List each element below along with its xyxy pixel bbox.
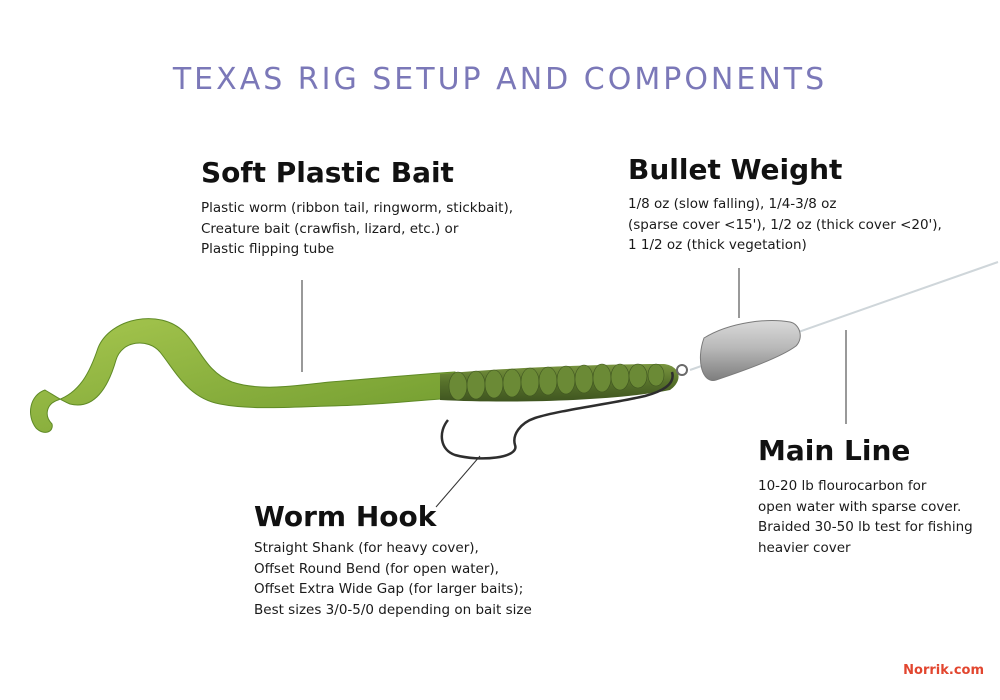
hook-description: Straight Shank (for heavy cover), Offset…: [254, 540, 532, 618]
line-heading: Main Line: [758, 434, 911, 467]
hook-heading: Worm Hook: [254, 500, 437, 533]
weight-heading: Bullet Weight: [628, 153, 843, 186]
hook-eye: [676, 364, 688, 376]
worm-tail: [30, 318, 456, 433]
brand-link[interactable]: Norrik.com: [903, 663, 984, 678]
bait-description: Plastic worm (ribbon tail, ringworm, sti…: [201, 200, 514, 257]
page-title: TEXAS RIG SETUP AND COMPONENTS: [172, 62, 828, 97]
worm-ribs: [448, 363, 665, 401]
weight-description: 1/8 oz (slow falling), 1/4-3/8 oz (spars…: [628, 196, 942, 253]
line-description: 10-20 lb flourocarbon for open water wit…: [758, 478, 973, 556]
bullet-weight: [700, 320, 801, 381]
leader-hook: [435, 455, 481, 508]
bait-heading: Soft Plastic Bait: [201, 156, 454, 189]
worm-hook: [440, 371, 674, 460]
